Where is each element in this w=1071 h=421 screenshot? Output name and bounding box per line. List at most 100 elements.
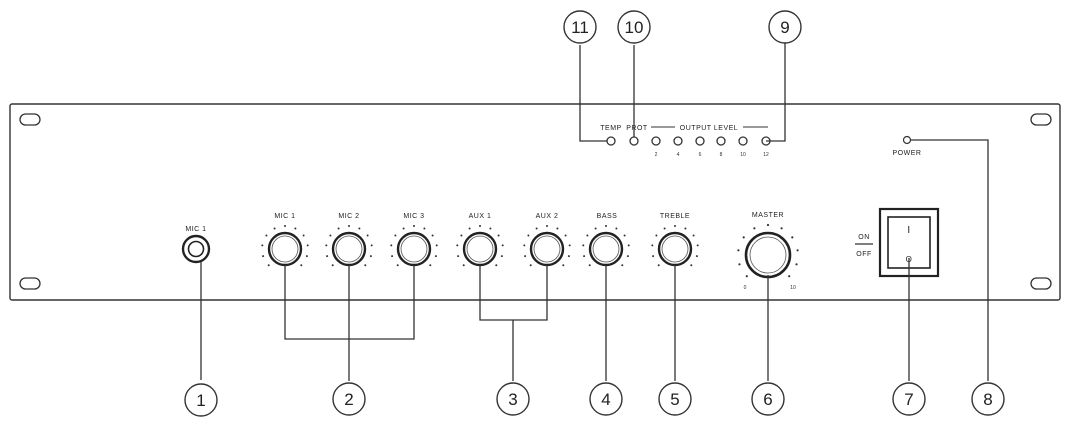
callout-circle — [658, 382, 692, 416]
knob-scale-dot — [564, 234, 567, 237]
callout-1: 1 — [184, 383, 218, 417]
output-level-led — [738, 136, 748, 146]
knob-aux2 — [523, 225, 571, 267]
temp-label: TEMP — [600, 125, 621, 132]
power-led — [902, 135, 912, 145]
knob-scale-dot — [273, 227, 276, 230]
knob-scale-dot — [302, 234, 305, 237]
knob-label-mic1: MIC 1 — [274, 213, 295, 220]
master-tick-max: 10 — [790, 285, 796, 291]
knob-scale-dot — [294, 227, 297, 230]
output-level-led — [695, 136, 705, 146]
callout-number: 8 — [983, 390, 992, 409]
knob-body — [331, 231, 367, 267]
knob-scale-dot — [500, 255, 503, 258]
on-label: ON — [858, 234, 870, 241]
knob-scale-dot — [692, 234, 695, 237]
knob-scale-dot — [265, 234, 268, 237]
knob-scale-dot — [568, 244, 571, 247]
mount-slot-bottom-right — [1030, 277, 1052, 290]
master-scale-dot — [753, 227, 756, 230]
knob-scale-dot — [306, 244, 309, 247]
knob-scale-dot — [457, 255, 460, 258]
master-scale-dot — [745, 275, 748, 278]
output-level-led — [651, 136, 661, 146]
output-level-tick: 6 — [699, 152, 702, 158]
knob-scale-dot — [431, 234, 434, 237]
mount-slot-top-right — [1030, 113, 1052, 126]
callout-number: 1 — [196, 391, 205, 410]
knob-cap — [400, 235, 428, 263]
callout-8: 8 — [971, 382, 1005, 416]
knob-group — [261, 225, 699, 267]
knob-scale-dot — [364, 264, 367, 267]
knob-scale-dot — [402, 227, 405, 230]
knob-scale-dot — [456, 244, 459, 247]
leader-lines — [200, 43, 989, 381]
mic-jack-outer — [181, 234, 211, 264]
knob-aux1 — [456, 225, 504, 267]
callout-2: 2 — [332, 382, 366, 416]
callout-5: 5 — [658, 382, 692, 416]
knob-scale-dot — [527, 234, 530, 237]
leader-11 — [579, 45, 607, 142]
knob-scale-dot — [468, 227, 471, 230]
knob-scale-dot — [626, 255, 629, 258]
callout-number: 5 — [670, 390, 679, 409]
output-level-tick: 10 — [740, 152, 746, 158]
knob-scale-dot — [284, 225, 286, 227]
callout-circle — [563, 10, 597, 44]
master-scale-dot — [788, 275, 791, 278]
master-scale-dot — [738, 263, 741, 266]
callout-number: 11 — [571, 18, 589, 37]
master-tick-min: 0 — [744, 285, 747, 291]
callout-9: 9 — [768, 10, 802, 44]
knob-cap — [533, 235, 561, 263]
knob-scale-dot — [396, 264, 399, 267]
callout-circle — [184, 383, 218, 417]
callout-6: 6 — [751, 382, 785, 416]
knob-cap — [271, 235, 299, 263]
callout-circle — [768, 10, 802, 44]
output-level-tick: 8 — [720, 152, 723, 158]
knob-scale-dot — [657, 264, 660, 267]
callout-11: 11 — [563, 10, 597, 44]
knob-scale-dot — [325, 244, 328, 247]
callout-number: 10 — [625, 18, 644, 37]
callout-number: 2 — [344, 390, 353, 409]
mount-slot-top-left — [19, 113, 41, 126]
knob-label-master: MASTER — [752, 212, 784, 219]
knob-scale-dot — [605, 225, 607, 227]
knob-body — [462, 231, 498, 267]
callout-circle — [496, 382, 530, 416]
knob-scale-dot — [501, 244, 504, 247]
knob-scale-dot — [690, 264, 693, 267]
knob-scale-dot — [390, 244, 393, 247]
power-label: POWER — [893, 150, 922, 157]
callout-number: 6 — [763, 390, 772, 409]
callout-3: 3 — [496, 382, 530, 416]
knob-cap — [335, 235, 363, 263]
knob-label-bass: BASS — [597, 213, 618, 220]
knob-scale-dot — [337, 227, 340, 230]
knob-scale-dot — [495, 264, 498, 267]
knob-body — [396, 231, 432, 267]
knob-label-mic3: MIC 3 — [403, 213, 424, 220]
knob-scale-dot — [391, 255, 394, 258]
knob-label-treble: TREBLE — [660, 213, 690, 220]
knob-scale-dot — [586, 234, 589, 237]
knob-scale-dot — [524, 255, 527, 258]
knob-scale-dot — [684, 227, 687, 230]
knob-scale-dot — [623, 234, 626, 237]
master-scale-dot — [795, 263, 798, 266]
knob-scale-dot — [546, 225, 548, 227]
output-level-led — [716, 136, 726, 146]
knob-scale-dot — [594, 227, 597, 230]
output-level-tick: 2 — [655, 152, 658, 158]
output-level-led — [673, 136, 683, 146]
callout-10: 10 — [617, 10, 651, 44]
callout-circle — [332, 382, 366, 416]
mic-jack-inner — [187, 240, 205, 258]
mount-slot-bottom-left — [19, 277, 41, 290]
